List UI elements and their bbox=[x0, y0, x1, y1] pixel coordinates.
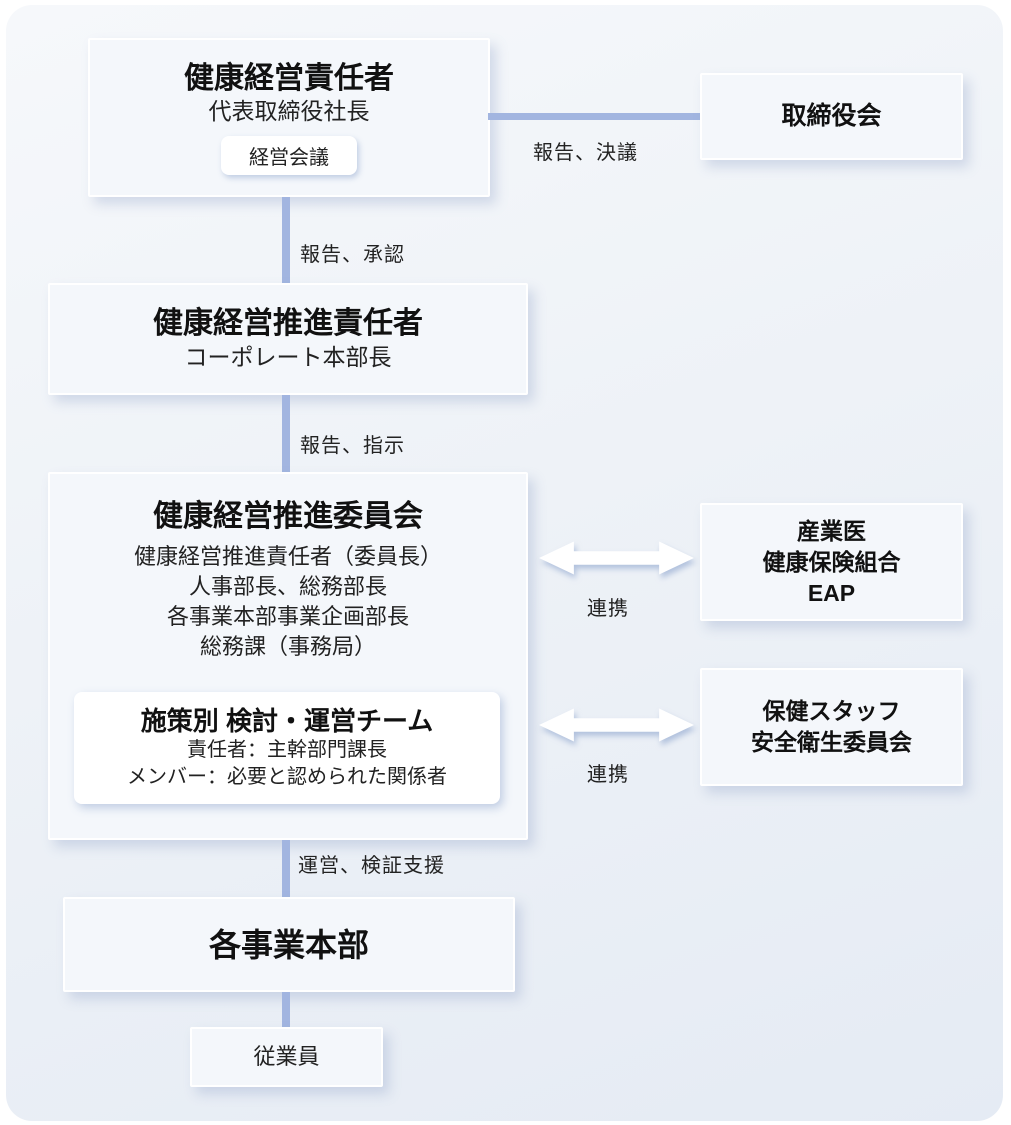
committee-member: 総務課（事務局） bbox=[199, 633, 376, 659]
node-line: 健康保険組合 bbox=[762, 548, 901, 575]
node-promotion-committee: 健康経営推進委員会 健康経営推進責任者（委員長） 人事部長、総務部長 各事業本部… bbox=[48, 472, 528, 840]
node-title: 健康経営推進委員会 bbox=[153, 500, 423, 533]
node-title: 取締役会 bbox=[781, 101, 882, 130]
node-line: 産業医 bbox=[797, 517, 866, 544]
management-meeting-badge: 経営会議 bbox=[221, 136, 357, 176]
connector-ceo-board-line bbox=[488, 113, 700, 120]
node-promotion-officer: 健康経営推進責任者 コーポレート本部長 bbox=[48, 283, 528, 395]
node-title: 健康経営責任者 bbox=[184, 61, 394, 95]
bidirectional-arrow-icon bbox=[539, 541, 694, 575]
node-subtitle: 代表取締役社長 bbox=[208, 98, 370, 125]
connector-committee-medical-label: 連携 bbox=[587, 598, 629, 620]
committee-member: 人事部長、総務部長 bbox=[188, 573, 387, 599]
node-title: 健康経営推進責任者 bbox=[153, 307, 423, 341]
node-title: 従業員 bbox=[253, 1043, 320, 1069]
connector-promoter-committee-label: 報告、指示 bbox=[300, 435, 405, 457]
node-measure-team: 施策別 検討・運営チーム 責任者：主幹部門課長 メンバー：必要と認められた関係者 bbox=[74, 692, 500, 804]
node-title: 施策別 検討・運営チーム bbox=[140, 705, 434, 736]
committee-member: 各事業本部事業企画部長 bbox=[166, 603, 409, 629]
node-subtitle: コーポレート本部長 bbox=[184, 343, 392, 370]
connector-committee-division-label: 運営、検証支援 bbox=[298, 855, 445, 877]
node-health-management-officer: 健康経営責任者 代表取締役社長 経営会議 bbox=[88, 38, 490, 197]
node-employees: 従業員 bbox=[190, 1027, 383, 1087]
connector-ceo-promoter-line bbox=[282, 197, 290, 284]
connector-committee-division-line bbox=[282, 840, 290, 898]
node-line: EAP bbox=[807, 579, 856, 606]
connector-promoter-committee-line bbox=[282, 395, 290, 473]
connector-ceo-promoter-label: 報告、承認 bbox=[300, 244, 405, 266]
committee-member: 健康経営推進責任者（委員長） bbox=[133, 543, 442, 569]
team-line: 責任者：主幹部門課長 bbox=[187, 739, 387, 762]
node-external-safety: 保健スタッフ 安全衛生委員会 bbox=[700, 668, 963, 786]
connector-committee-safety-label: 連携 bbox=[587, 764, 629, 786]
node-line: 保健スタッフ bbox=[762, 698, 901, 724]
committee-member-list: 健康経営推進責任者（委員長） 人事部長、総務部長 各事業本部事業企画部長 総務課… bbox=[134, 542, 442, 662]
connector-ceo-board-label: 報告、決議 bbox=[533, 142, 638, 164]
connector-division-employee-line bbox=[282, 992, 290, 1028]
node-board-of-directors: 取締役会 bbox=[700, 73, 963, 160]
team-line: メンバー：必要と認められた関係者 bbox=[127, 766, 447, 789]
node-business-divisions: 各事業本部 bbox=[63, 897, 515, 992]
bidirectional-arrow-icon bbox=[539, 708, 694, 742]
node-line: 安全衛生委員会 bbox=[751, 729, 912, 755]
node-external-medical: 産業医 健康保険組合 EAP bbox=[700, 503, 963, 621]
node-title: 各事業本部 bbox=[208, 926, 369, 963]
